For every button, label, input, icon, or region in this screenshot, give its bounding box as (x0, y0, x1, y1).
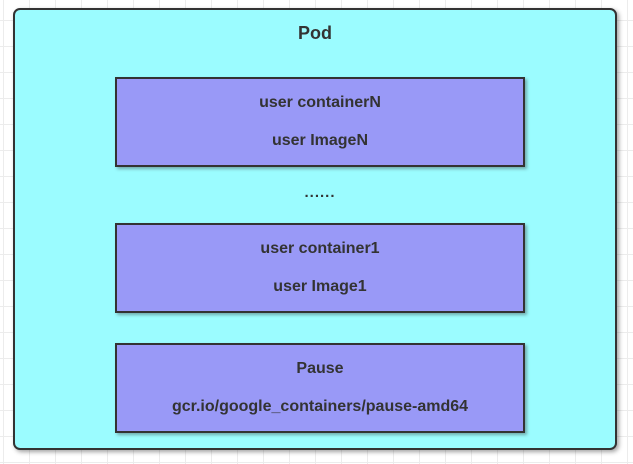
container-image-label: gcr.io/google_containers/pause-amd64 (171, 398, 469, 415)
container-image-label: user ImageN (271, 132, 369, 149)
container-box-pause[interactable]: Pause gcr.io/google_containers/pause-amd… (115, 343, 525, 433)
container-name-label: user container1 (260, 240, 380, 257)
pod-shape[interactable]: Pod user containerN user ImageN ...... u… (13, 8, 617, 450)
container-box-userN[interactable]: user containerN user ImageN (115, 77, 525, 167)
container-image-label: user Image1 (273, 278, 367, 295)
container-name-label: Pause (296, 360, 344, 377)
ellipsis-text: ...... (304, 184, 336, 201)
container-name-label: user containerN (259, 94, 381, 111)
pod-title: Pod (298, 23, 332, 43)
container-box-user1[interactable]: user container1 user Image1 (115, 223, 525, 313)
